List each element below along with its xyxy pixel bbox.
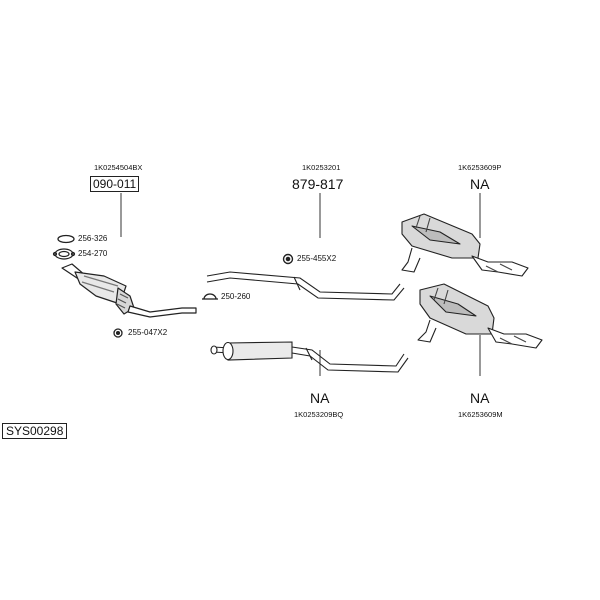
rear1-reference: 1K6253609P [458,163,502,172]
gasket-1-part[interactable]: 256-326 [78,234,108,243]
front-price[interactable]: NA [310,390,330,406]
clamp-3-part[interactable]: 255-047X2 [128,328,168,337]
rear2-reference: 1K6253609M [458,410,503,419]
rear-silencer-1 [401,213,529,277]
clamp-small-icon [113,328,123,338]
cat-reference: 1K0254504BX [94,163,143,172]
front-reference: 1K0253209BQ [294,410,344,419]
cat-price-box[interactable]: 090-011 [90,176,140,192]
gasket-2-part[interactable]: 254-270 [78,249,108,258]
clamp-icon [282,253,294,265]
rear1-price[interactable]: NA [470,176,490,192]
middle-pipe [206,271,405,301]
mid-reference: 1K0253201 [302,163,341,172]
clamp-2-part[interactable]: 250-260 [221,292,251,301]
front-silencer-pipe [210,341,409,373]
clamp-1-part[interactable]: 255-455X2 [297,254,337,263]
catalytic-converter [61,263,197,318]
mid-price[interactable]: 879-817 [292,176,344,192]
gasket-ring-icon [57,234,75,244]
gasket-flange-icon [52,248,76,260]
system-code: SYS00298 [2,423,68,439]
clamp-u-icon [202,293,218,300]
rear-silencer-2 [417,283,543,349]
rear2-price[interactable]: NA [470,390,490,406]
